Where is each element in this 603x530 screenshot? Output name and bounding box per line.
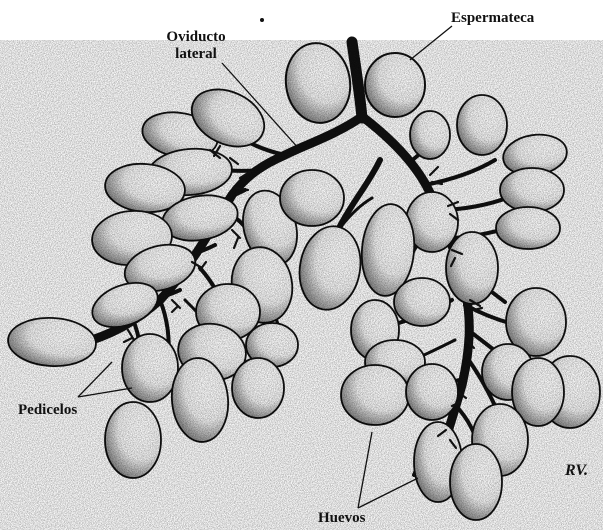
label-huevos: Huevos bbox=[318, 510, 366, 527]
label-oviducto-line1: Oviducto bbox=[156, 29, 236, 46]
stray-dot bbox=[260, 18, 264, 22]
stipple-texture bbox=[0, 40, 603, 530]
artist-signature: RV. bbox=[565, 462, 588, 479]
label-oviducto-line2: lateral bbox=[156, 46, 236, 63]
label-espermateca: Espermateca bbox=[451, 10, 534, 27]
label-oviducto-lateral: Oviducto lateral bbox=[156, 29, 236, 63]
label-pedicelos: Pedicelos bbox=[18, 402, 77, 419]
